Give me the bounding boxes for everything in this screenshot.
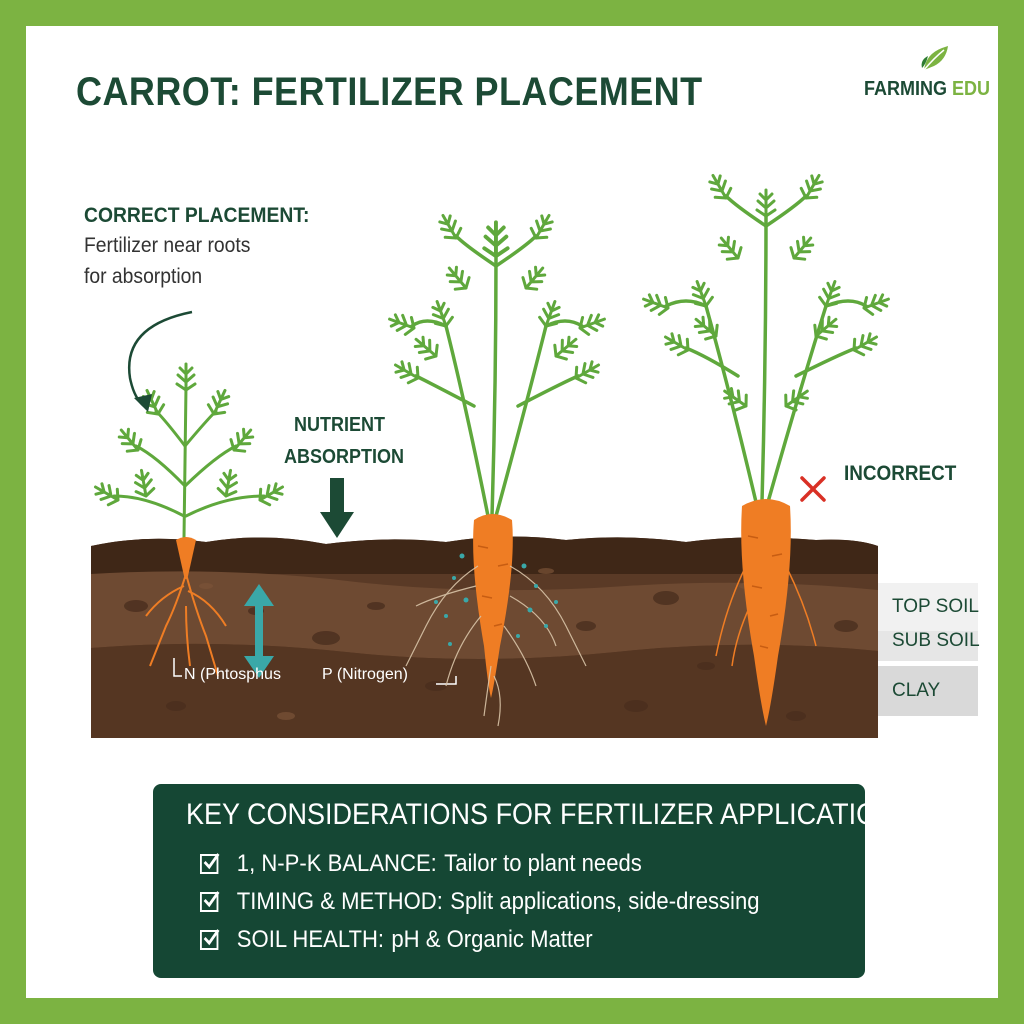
right-carrot-plant	[638, 169, 894, 726]
curved-arrow-icon	[127, 310, 193, 407]
depth-arrow-icon	[244, 584, 274, 678]
small-carrot-plant	[89, 362, 289, 677]
brand-part-1: FARMING	[864, 78, 947, 100]
root-label-n: N (Phtosphus	[184, 666, 281, 683]
correct-placement-line-1: Fertilizer near roots	[84, 234, 251, 257]
consideration-text: Split applications, side-dressing	[450, 888, 760, 915]
soil-layer-clay: CLAY	[892, 680, 941, 701]
root-label-brackets	[173, 658, 457, 685]
incorrect-cross-icon	[800, 476, 826, 502]
consideration-key: SOIL HEALTH:	[236, 926, 385, 953]
correct-placement-line-2: for absorption	[84, 265, 203, 288]
consideration-item: 1, N-P-K BALANCE: Tailor to plant needs	[200, 850, 642, 878]
curved-arrow-head	[134, 394, 152, 412]
brand-logo: FARMING EDU	[864, 78, 990, 101]
fertilizer-scene	[89, 169, 978, 738]
soil-layer-legend	[878, 583, 978, 716]
nutrient-absorption-line-2: ABSORPTION	[284, 446, 405, 468]
correct-placement-heading: CORRECT PLACEMENT:	[84, 204, 310, 227]
incorrect-label: INCORRECT	[844, 462, 957, 485]
consideration-key: 1, N-P-K BALANCE:	[236, 850, 437, 877]
soil-layer-top: TOP SOIL	[892, 596, 979, 617]
checkbox-icon	[200, 891, 220, 912]
key-considerations-title: KEY CONSIDERATIONS FOR FERTILIZER APPLIC…	[186, 798, 897, 831]
consideration-text: Tailor to plant needs	[444, 850, 642, 877]
key-considerations-panel: KEY CONSIDERATIONS FOR FERTILIZER APPLIC…	[153, 784, 897, 978]
leaf-logo-icon	[921, 46, 948, 71]
brand-part-2: EDU	[952, 78, 991, 100]
nutrient-absorption-line-1: NUTRIENT	[294, 414, 385, 436]
checkbox-icon	[200, 929, 220, 950]
checkbox-icon	[200, 853, 220, 874]
soil-layer-sub: SUB SOIL	[892, 630, 980, 651]
consideration-item: SOIL HEALTH: pH & Organic Matter	[200, 926, 593, 954]
consideration-item: TIMING & METHOD: Split applications, sid…	[200, 888, 760, 916]
middle-carrot-plant	[384, 209, 610, 727]
consideration-key: TIMING & METHOD:	[236, 888, 443, 915]
consideration-text: pH & Organic Matter	[391, 926, 593, 953]
nutrient-arrow-icon	[320, 478, 354, 538]
page-title: CARROT: FERTILIZER PLACEMENT	[76, 70, 703, 114]
root-label-p: P (Nitrogen)	[322, 666, 408, 683]
infographic-frame: CARROT: FERTILIZER PLACEMENT FARMING EDU…	[26, 26, 998, 998]
